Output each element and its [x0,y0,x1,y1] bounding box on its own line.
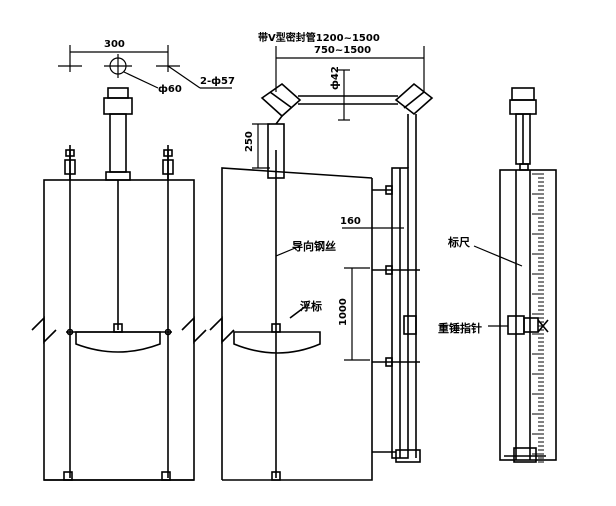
left-top-dims [58,45,232,89]
dim-holes-57: 2-ф57 [200,75,235,87]
left-view [31,45,232,481]
dim-span: 750~1500 [314,45,371,56]
label-guide-wire: 导向钢丝 [292,239,336,253]
dim-offset-160: 160 [340,216,361,227]
right-pipe-assembly [372,167,421,463]
label-float: 浮标 [300,299,322,313]
right-elbow-fitting [394,82,434,116]
dim-hole-60: ф60 [158,83,182,95]
dim-300: 300 [104,39,125,50]
middle-dims [252,46,425,361]
dim-height-250: 250 [244,131,255,152]
left-break-mark-left [31,316,57,344]
dim-pipe-length: 带V型密封管1200~1500 [258,31,380,44]
left-bolt-1 [64,145,76,180]
left-elbow-fitting [260,82,302,125]
scale-ticks [532,173,544,463]
scale-board [499,169,557,461]
label-pointer: 重锤指针 [438,321,482,335]
left-break-mark-right [181,316,207,344]
middle-float [233,305,321,354]
dim-pipe-dia: ф42 [329,66,341,90]
left-center-pipe [103,87,133,181]
left-bolt-2 [162,145,174,180]
middle-view [209,46,434,481]
middle-tank-left [221,167,373,480]
middle-break-mark [209,316,235,344]
weight-pointer [507,315,549,335]
left-float [66,323,172,353]
dim-travel-1000: 1000 [338,298,349,326]
label-scale: 标尺 [447,235,470,249]
left-tank-body [43,179,195,481]
